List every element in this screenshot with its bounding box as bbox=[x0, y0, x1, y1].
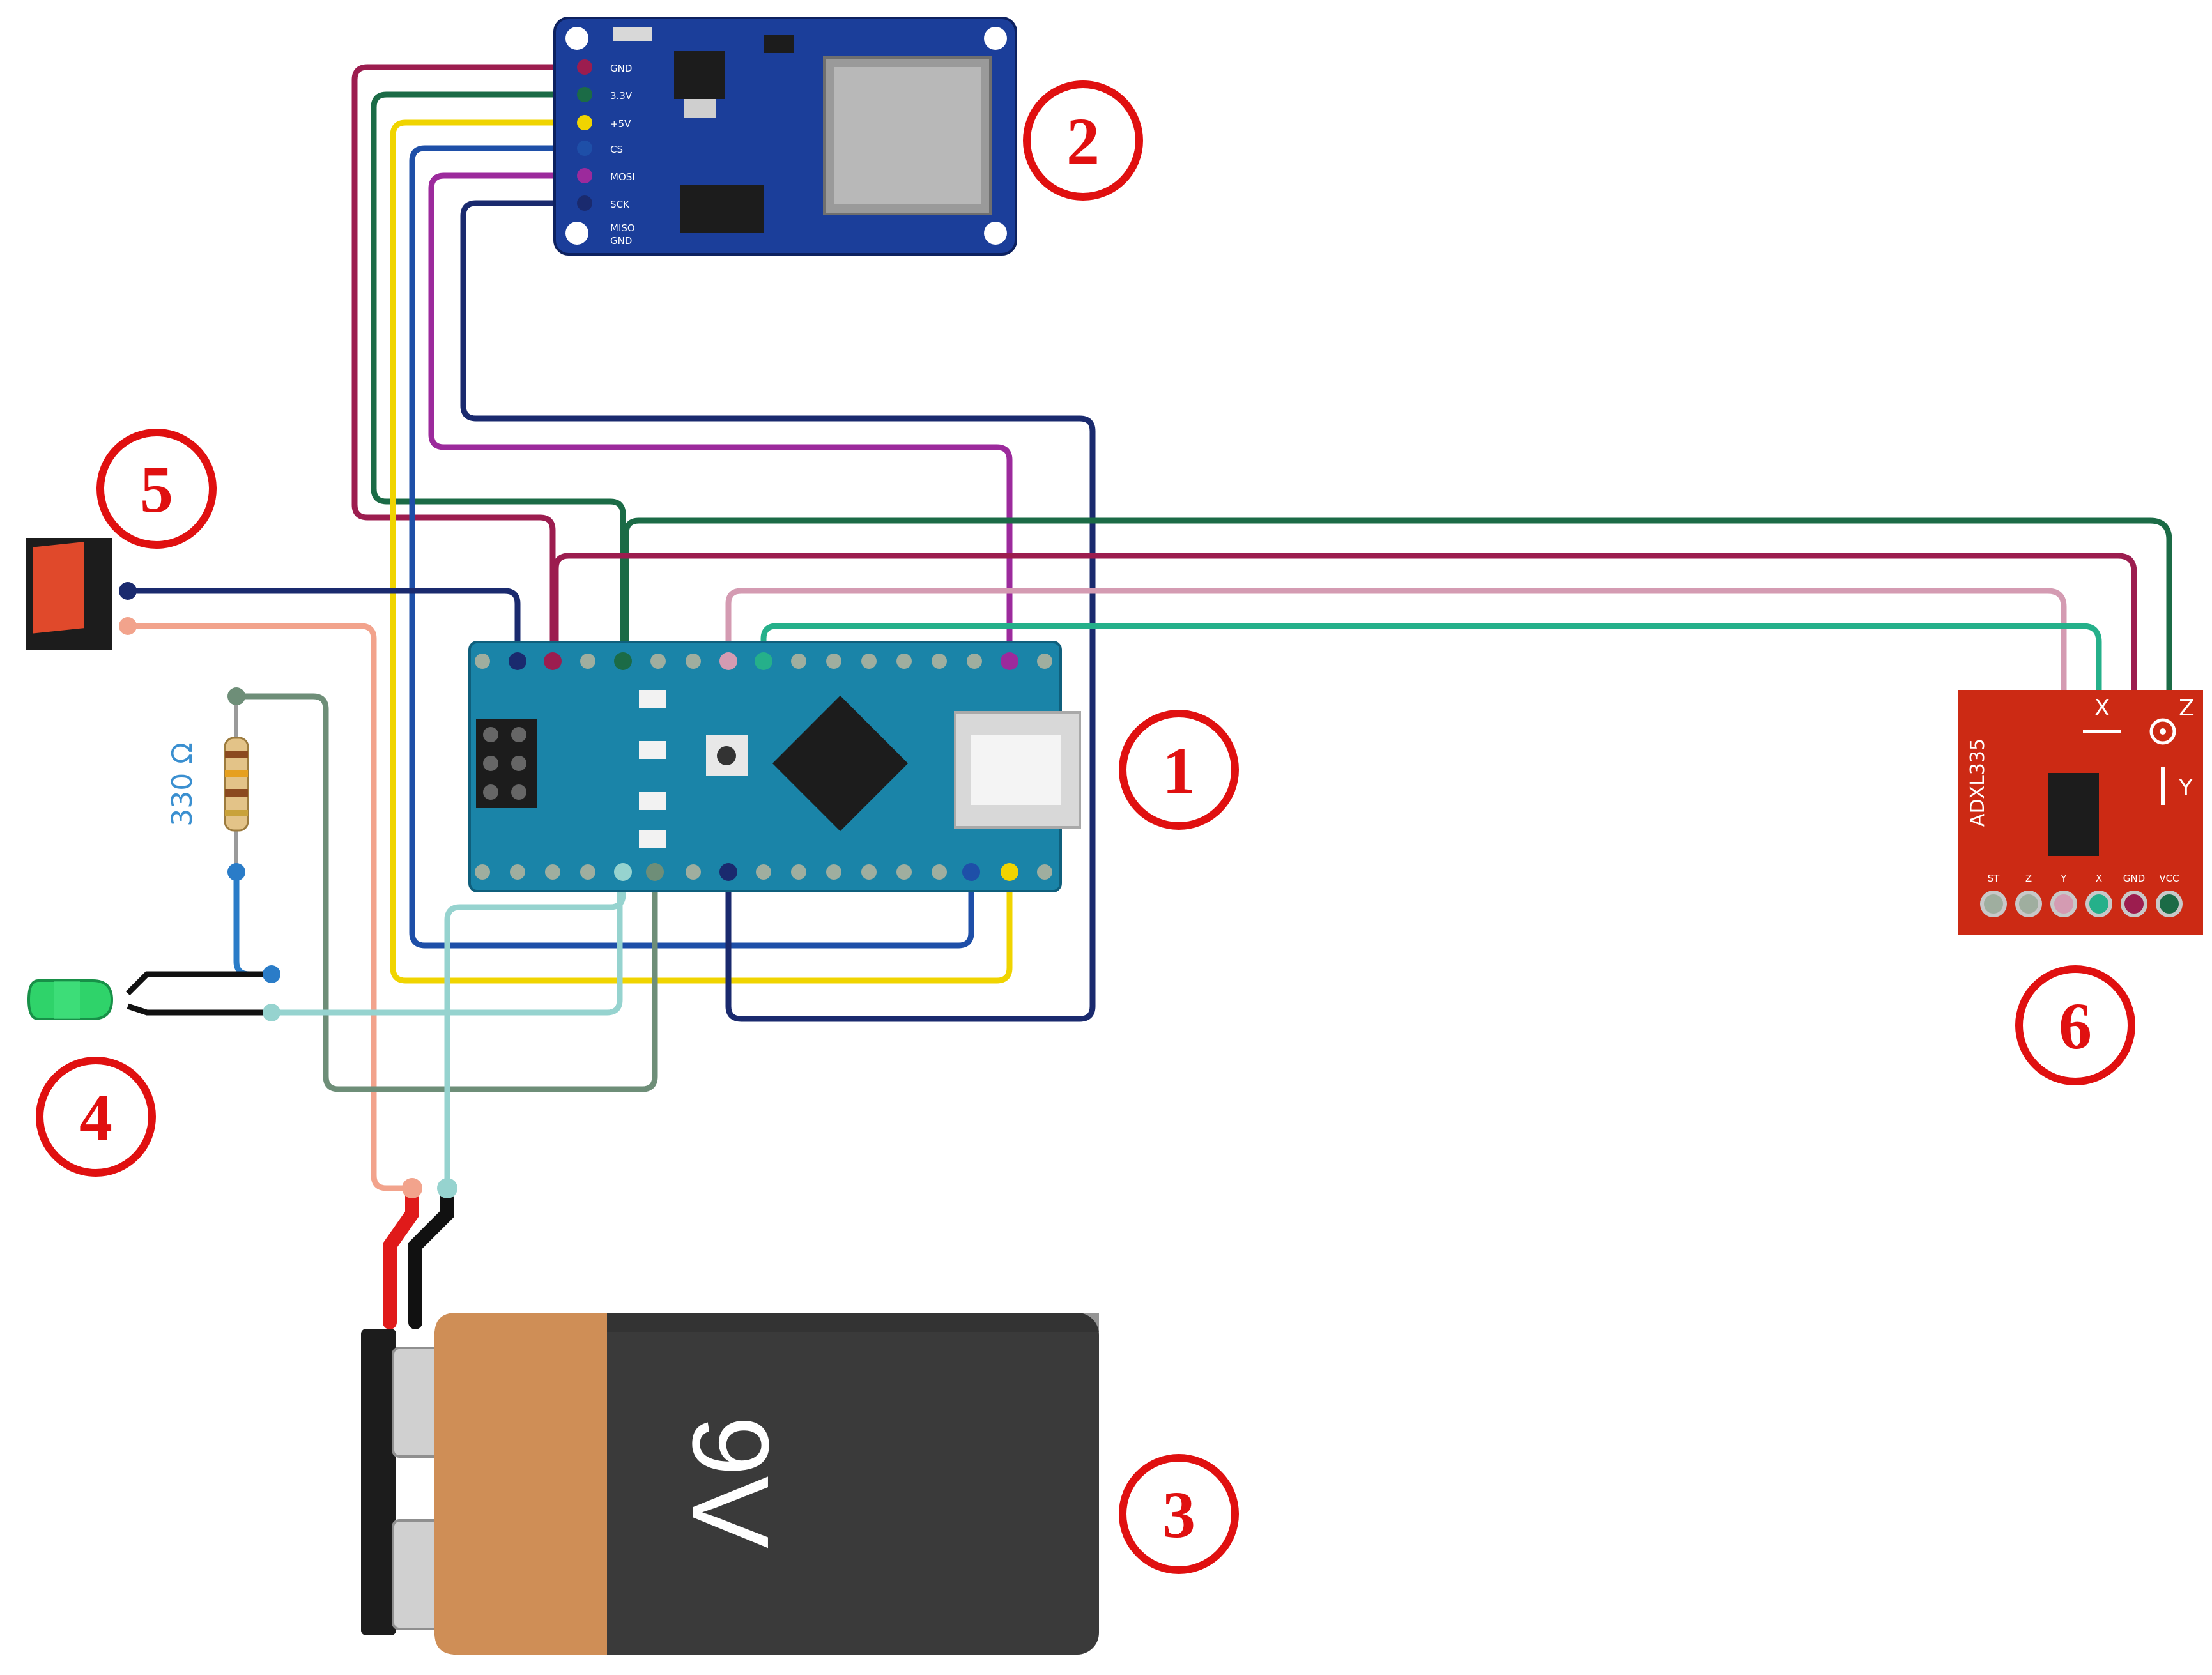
axis-z-label: Z bbox=[2179, 695, 2195, 721]
wires bbox=[125, 64, 2172, 1191]
callout-4: 4 bbox=[36, 1057, 156, 1177]
accelerometer-pins bbox=[1980, 891, 2183, 917]
callout-3-label: 3 bbox=[1162, 1478, 1195, 1552]
sd-pin-labels: GND 3.3V +5V CS MOSI SCK MISO GND bbox=[610, 63, 635, 247]
acc-pin-label: Y bbox=[2060, 873, 2067, 884]
sd-pin bbox=[577, 59, 592, 75]
wire-switch-battery bbox=[125, 623, 415, 1191]
callout-1-label: 1 bbox=[1162, 734, 1195, 807]
acc-pin-label: VCC bbox=[2159, 873, 2179, 884]
wire-sd-3v3 bbox=[371, 91, 626, 664]
battery-9v: 9V bbox=[361, 1178, 1099, 1655]
wire-resistor-led bbox=[233, 869, 275, 977]
axis-x-label: X bbox=[2094, 695, 2110, 721]
rocker-switch bbox=[26, 538, 137, 650]
callout-5-label: 5 bbox=[140, 453, 173, 526]
resistor: 330 Ω bbox=[166, 687, 249, 881]
nano-top-pins bbox=[475, 652, 1052, 670]
callout-3: 3 bbox=[1119, 1454, 1239, 1574]
callout-5: 5 bbox=[96, 429, 217, 549]
sd-pin-label: +5V bbox=[610, 118, 631, 130]
sd-pin-label: 3.3V bbox=[610, 90, 633, 102]
wire-led-nano bbox=[268, 869, 623, 1016]
adxl335-board: ADXL335 X Z Y ST Z Y X GND VCC bbox=[1958, 690, 2203, 935]
led-leg-b bbox=[127, 1003, 272, 1016]
acc-pin-label: Z bbox=[2025, 873, 2032, 884]
wire-sd-sck bbox=[428, 172, 1013, 664]
wire-battery-neg bbox=[444, 869, 626, 1191]
wire-acc-x bbox=[725, 588, 2067, 907]
arduino-nano-board bbox=[468, 641, 1081, 892]
callout-1: 1 bbox=[1119, 710, 1239, 830]
wire-sd-cs bbox=[390, 119, 1013, 984]
callout-6-label: 6 bbox=[2059, 990, 2092, 1063]
sd-pin-label: GND bbox=[610, 235, 632, 247]
sd-pin bbox=[577, 115, 592, 130]
acc-pin-label: X bbox=[2096, 873, 2102, 884]
sd-pin bbox=[577, 168, 592, 183]
nano-bottom-pins bbox=[475, 863, 1052, 881]
sd-pin bbox=[577, 141, 592, 156]
sd-pin-label: MISO bbox=[610, 222, 635, 234]
wire-sd-mosi bbox=[409, 145, 974, 949]
wire-acc-y bbox=[553, 553, 2137, 907]
axis-y-label: Y bbox=[2178, 775, 2193, 801]
wire-sd-miso bbox=[460, 200, 1096, 1022]
acc-pin-label: ST bbox=[1988, 873, 2001, 884]
wire-switch-vin bbox=[125, 588, 521, 664]
sd-pin-label: GND bbox=[610, 63, 632, 74]
callout-2-label: 2 bbox=[1066, 105, 1100, 178]
wire-acc-vcc bbox=[760, 623, 2102, 907]
accelerometer-name-label: ADXL335 bbox=[1967, 738, 1989, 827]
sd-pin-label: CS bbox=[610, 144, 623, 155]
battery-voltage-label: 9V bbox=[670, 1416, 791, 1549]
accelerometer-pin-labels: ST Z Y X GND VCC bbox=[1988, 873, 2179, 884]
callout-4-label: 4 bbox=[79, 1081, 112, 1154]
sd-pin-label: SCK bbox=[610, 199, 630, 210]
wire-sd-gnd bbox=[351, 64, 588, 664]
callout-6: 6 bbox=[2015, 965, 2135, 1085]
sd-pin bbox=[577, 87, 592, 102]
led-leg-a bbox=[125, 971, 272, 996]
resistor-value-label: 330 Ω bbox=[166, 742, 199, 827]
sd-card-module: GND 3.3V +5V CS MOSI SCK MISO GND bbox=[553, 17, 1017, 256]
led bbox=[27, 965, 280, 1021]
acc-pin-label: GND bbox=[2123, 873, 2145, 884]
sd-pin-label: MOSI bbox=[610, 171, 635, 183]
wire-resistor-nano bbox=[233, 693, 658, 1092]
sd-header bbox=[577, 59, 592, 211]
wire-acc-z bbox=[623, 517, 2172, 907]
sd-pin bbox=[577, 195, 592, 211]
callout-2: 2 bbox=[1023, 80, 1143, 201]
